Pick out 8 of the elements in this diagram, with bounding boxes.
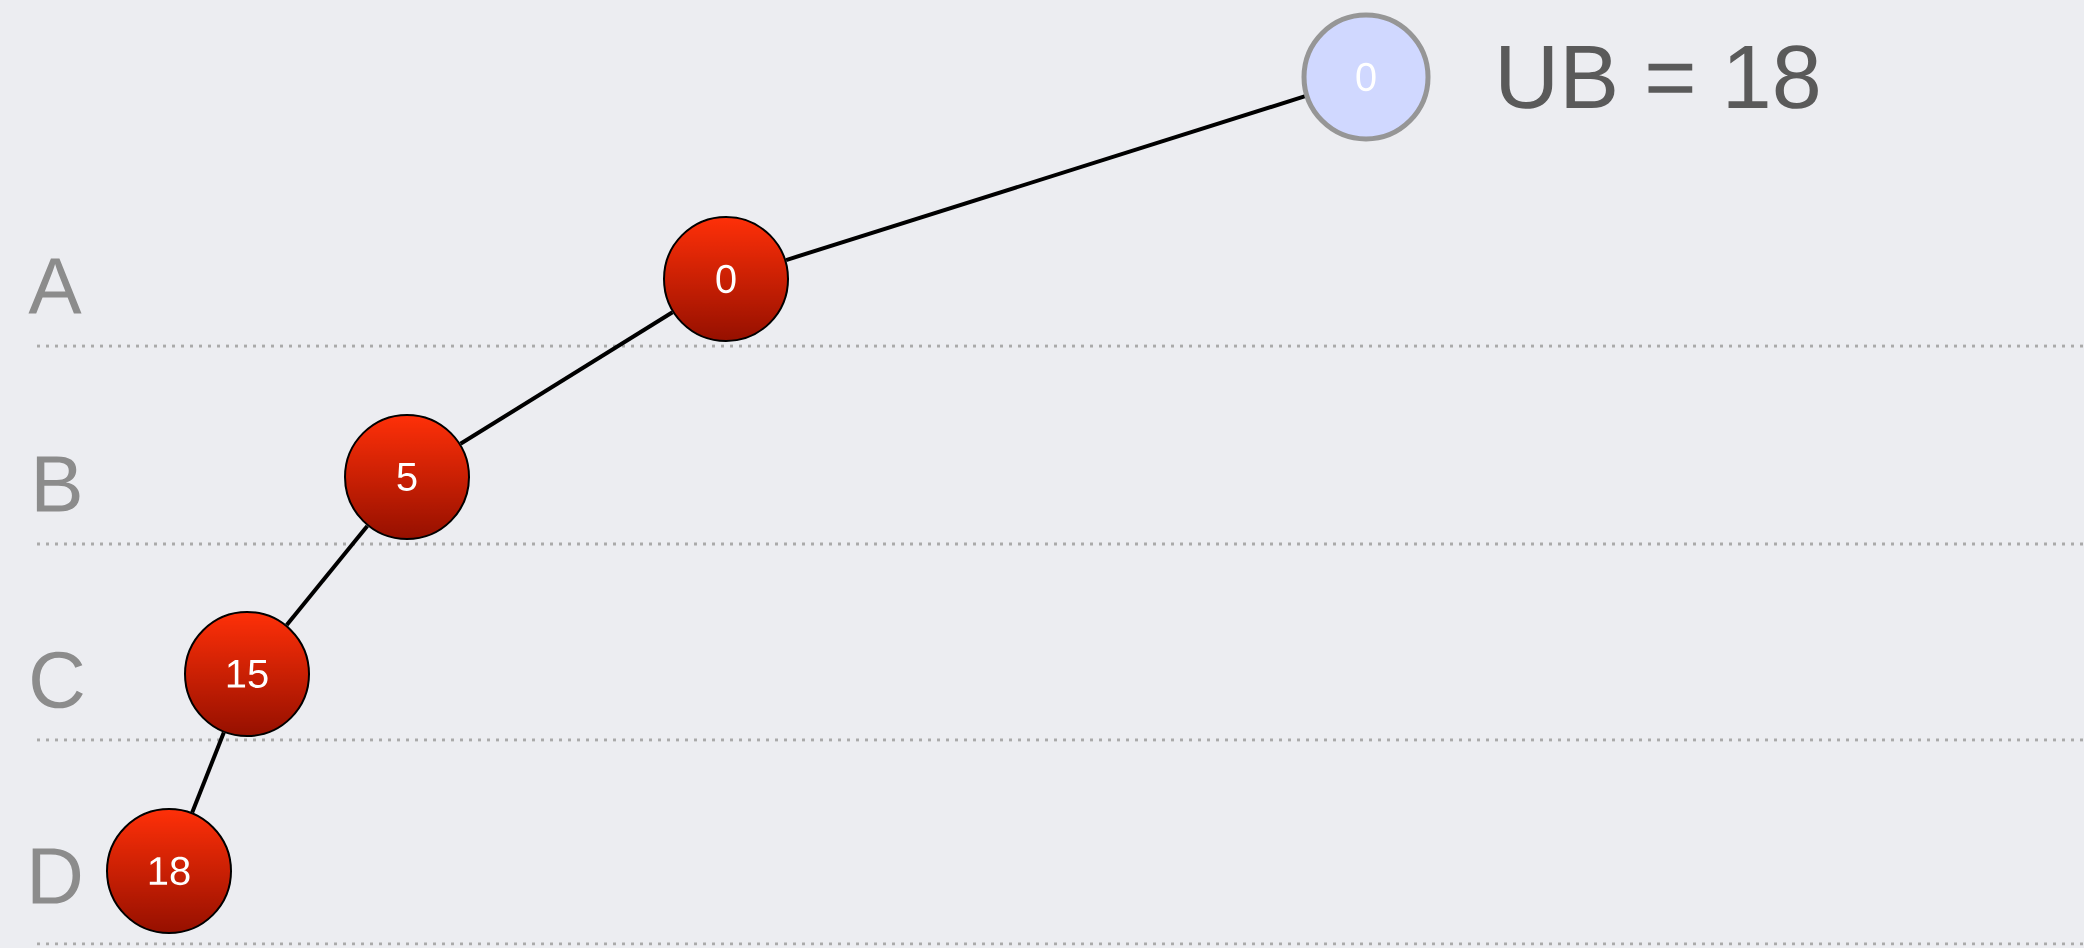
row-letter: A: [28, 258, 82, 314]
connector-line: [785, 94, 1306, 262]
connector-line: [459, 310, 674, 446]
row-letter: B: [36, 456, 80, 512]
row-letter: C: [32, 651, 83, 709]
connector-line: [285, 524, 369, 627]
connector-line: [190, 731, 226, 814]
row-letter: D: [32, 848, 81, 904]
